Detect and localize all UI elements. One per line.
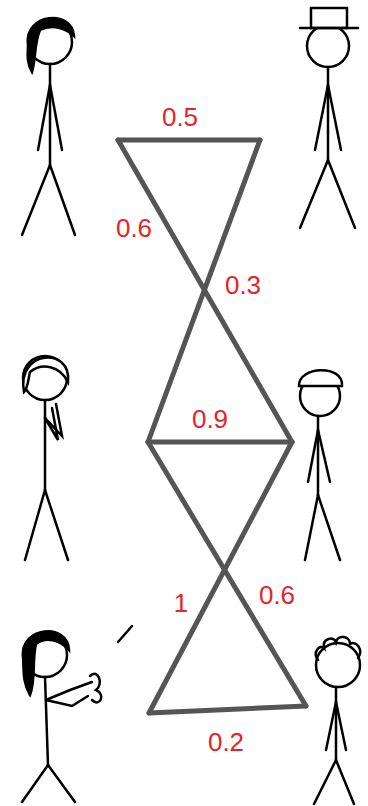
motion-mark	[118, 626, 132, 642]
figure-leg	[50, 165, 75, 235]
figure-arm	[326, 702, 336, 750]
stick-figure	[22, 626, 132, 802]
figure-hair	[23, 358, 68, 392]
stick-figure	[23, 356, 68, 560]
figure-arm	[50, 85, 62, 150]
stick-figure	[22, 18, 75, 235]
figure-arm	[318, 430, 330, 482]
link-line	[149, 442, 292, 713]
figure-arm	[308, 430, 318, 482]
weight-label: 1	[172, 589, 190, 618]
figure-body	[45, 677, 48, 765]
stick-figure	[299, 370, 342, 560]
weight-label: 0.9	[190, 405, 230, 434]
figure-arm	[336, 702, 346, 750]
link-line	[148, 440, 292, 445]
figure-leg	[22, 765, 48, 802]
figure-body	[327, 67, 330, 160]
figure-arm	[315, 85, 328, 150]
figure-arm	[46, 696, 88, 706]
figure-hair	[316, 637, 360, 660]
held-object	[90, 674, 101, 703]
figure-leg	[22, 165, 50, 235]
figure-leg	[318, 495, 340, 560]
figure-arm	[45, 404, 62, 436]
figure-leg	[300, 160, 328, 228]
link-line	[118, 138, 260, 143]
figure-leg	[328, 160, 355, 228]
figure-arm	[328, 85, 341, 150]
weight-label: 0.2	[206, 728, 246, 757]
figure-beret	[299, 370, 342, 386]
figure-hat-brim	[300, 27, 358, 30]
figure-leg	[45, 490, 68, 560]
stick-figure	[300, 8, 358, 228]
figure-arm	[38, 85, 50, 150]
figure-body	[317, 416, 320, 495]
weight-label: 0.6	[257, 581, 297, 610]
stick-figure	[314, 637, 360, 804]
figure-hat	[311, 8, 347, 28]
weight-label: 0.6	[114, 214, 154, 243]
figure-leg	[305, 495, 318, 560]
figure-body	[49, 64, 52, 165]
link-line	[149, 706, 306, 713]
figure-leg	[314, 760, 336, 804]
figure-body	[44, 400, 47, 490]
figure-leg	[25, 490, 45, 560]
link-line	[118, 140, 292, 442]
figure-leg	[336, 760, 354, 804]
weight-label: 0.3	[223, 271, 263, 300]
figure-body	[335, 687, 338, 760]
figure-leg	[48, 765, 75, 802]
weight-label: 0.5	[160, 103, 200, 132]
stick-figures	[22, 8, 360, 804]
figure-head	[316, 643, 360, 687]
figure-head	[307, 25, 349, 67]
